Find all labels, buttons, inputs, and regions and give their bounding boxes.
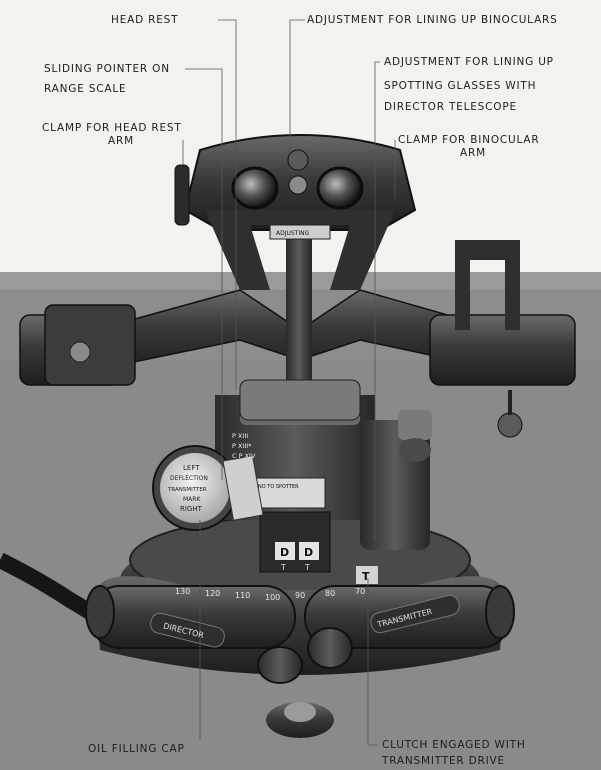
scale-mark-100: 100 [265, 593, 280, 602]
dial-left-text: LEFT [183, 464, 200, 472]
label-adjust-spotting-1: ADJUSTMENT FOR LINING UP [384, 56, 554, 68]
drum-d2-box [299, 542, 319, 560]
scale-mark-120: 120 [205, 589, 220, 598]
right-lever [398, 410, 432, 440]
left-arm-box [44, 304, 136, 386]
p-labels: P XIII P XIII* C P XIV [232, 432, 256, 460]
head-frame [205, 210, 395, 290]
leader-sliding-pointer [185, 68, 223, 480]
label-clamp-head-rest-1: CLAMP FOR HEAD REST [42, 122, 182, 134]
right-eyepiece [316, 166, 364, 210]
label-clamp-head-rest-2: ARM [108, 135, 134, 147]
scale-mark-110: 110 [235, 591, 250, 600]
scale-mark-80: 80 [325, 589, 335, 598]
spotter-plate-text: NO TO SPOTTER [258, 484, 299, 490]
right-bracket [455, 240, 520, 330]
right-port [307, 627, 353, 669]
scale-mark-130: 130 [175, 587, 190, 596]
scale-marks: 130 120 110 100 90 80 70 [175, 587, 365, 602]
label-clamp-binocular-1: CLAMP FOR BINOCULAR [398, 134, 540, 146]
leader-binoculars [289, 19, 305, 150]
label-clamp-binocular-2: ARM [460, 147, 486, 159]
center-column [286, 230, 312, 390]
right-clamp-knob [497, 412, 523, 438]
dial-transmitter-text: TRANSMITTER [167, 487, 207, 493]
dial-deflection-text: DEFLECTION [170, 475, 208, 482]
drum-d1-box [275, 542, 295, 560]
dial-right-text: RIGHT [180, 505, 203, 513]
right-adjust-knob [288, 175, 308, 195]
label-adjust-spotting-3: DIRECTOR TELESCOPE [384, 101, 517, 113]
adjusting-text: ADJUSTING [276, 230, 310, 237]
director-plate [150, 612, 225, 648]
drum-t2-text: T [304, 563, 310, 572]
drum-d1-text: D [280, 546, 289, 559]
adjusting-plate [269, 224, 331, 240]
label-sliding-pointer-2: RANGE SCALE [44, 83, 127, 95]
left-adjust-knob [287, 149, 309, 171]
right-arm-rail [429, 314, 576, 386]
left-clamp-handle [174, 164, 190, 226]
label-oil-cap: OIL FILLING CAP [88, 743, 185, 755]
end-cap-right [485, 585, 515, 639]
leader-lines [182, 19, 396, 746]
label-head-rest: HEAD REST [111, 14, 179, 26]
label-adjust-spotting-2: SPOTTING GLASSES WITH [384, 80, 537, 92]
oil-cap [257, 646, 303, 684]
leader-spotting [374, 61, 380, 540]
label-sliding-pointer-1: SLIDING POINTER ON [44, 63, 170, 75]
p-label: C P XIV [232, 452, 256, 460]
drum-d2-text: D [304, 546, 313, 559]
leader-clutch [367, 578, 378, 746]
end-cap-left [85, 585, 115, 639]
drum-t1-text: T [280, 563, 286, 572]
side-scale [222, 455, 264, 521]
dial-mark-text: MARK [183, 496, 201, 503]
bottom-knob [284, 702, 316, 722]
scale-mark-70: 70 [355, 587, 365, 596]
label-clutch-1: CLUTCH ENGAGED WITH [382, 739, 526, 751]
label-clutch-2: TRANSMITTER DRIVE [382, 755, 505, 767]
left-eyepiece [231, 166, 279, 210]
deflection-dial-face [160, 453, 230, 523]
drum-t-box [356, 566, 378, 584]
drum-t3-text: T [362, 570, 370, 583]
right-knob [399, 438, 431, 462]
range-scale-plate [254, 477, 326, 509]
p-label: P XIII* [232, 442, 252, 450]
leader-head-rest [218, 19, 237, 390]
left-clamp-knob [69, 341, 91, 363]
scale-mark-90: 90 [295, 591, 305, 600]
cable [0, 552, 95, 619]
transmitter-plate [370, 594, 460, 634]
label-adjust-binoculars: ADJUSTMENT FOR LINING UP BINOCULARS [307, 14, 558, 26]
p-label: P XIII [232, 432, 248, 440]
head-rest-pad [239, 379, 361, 421]
